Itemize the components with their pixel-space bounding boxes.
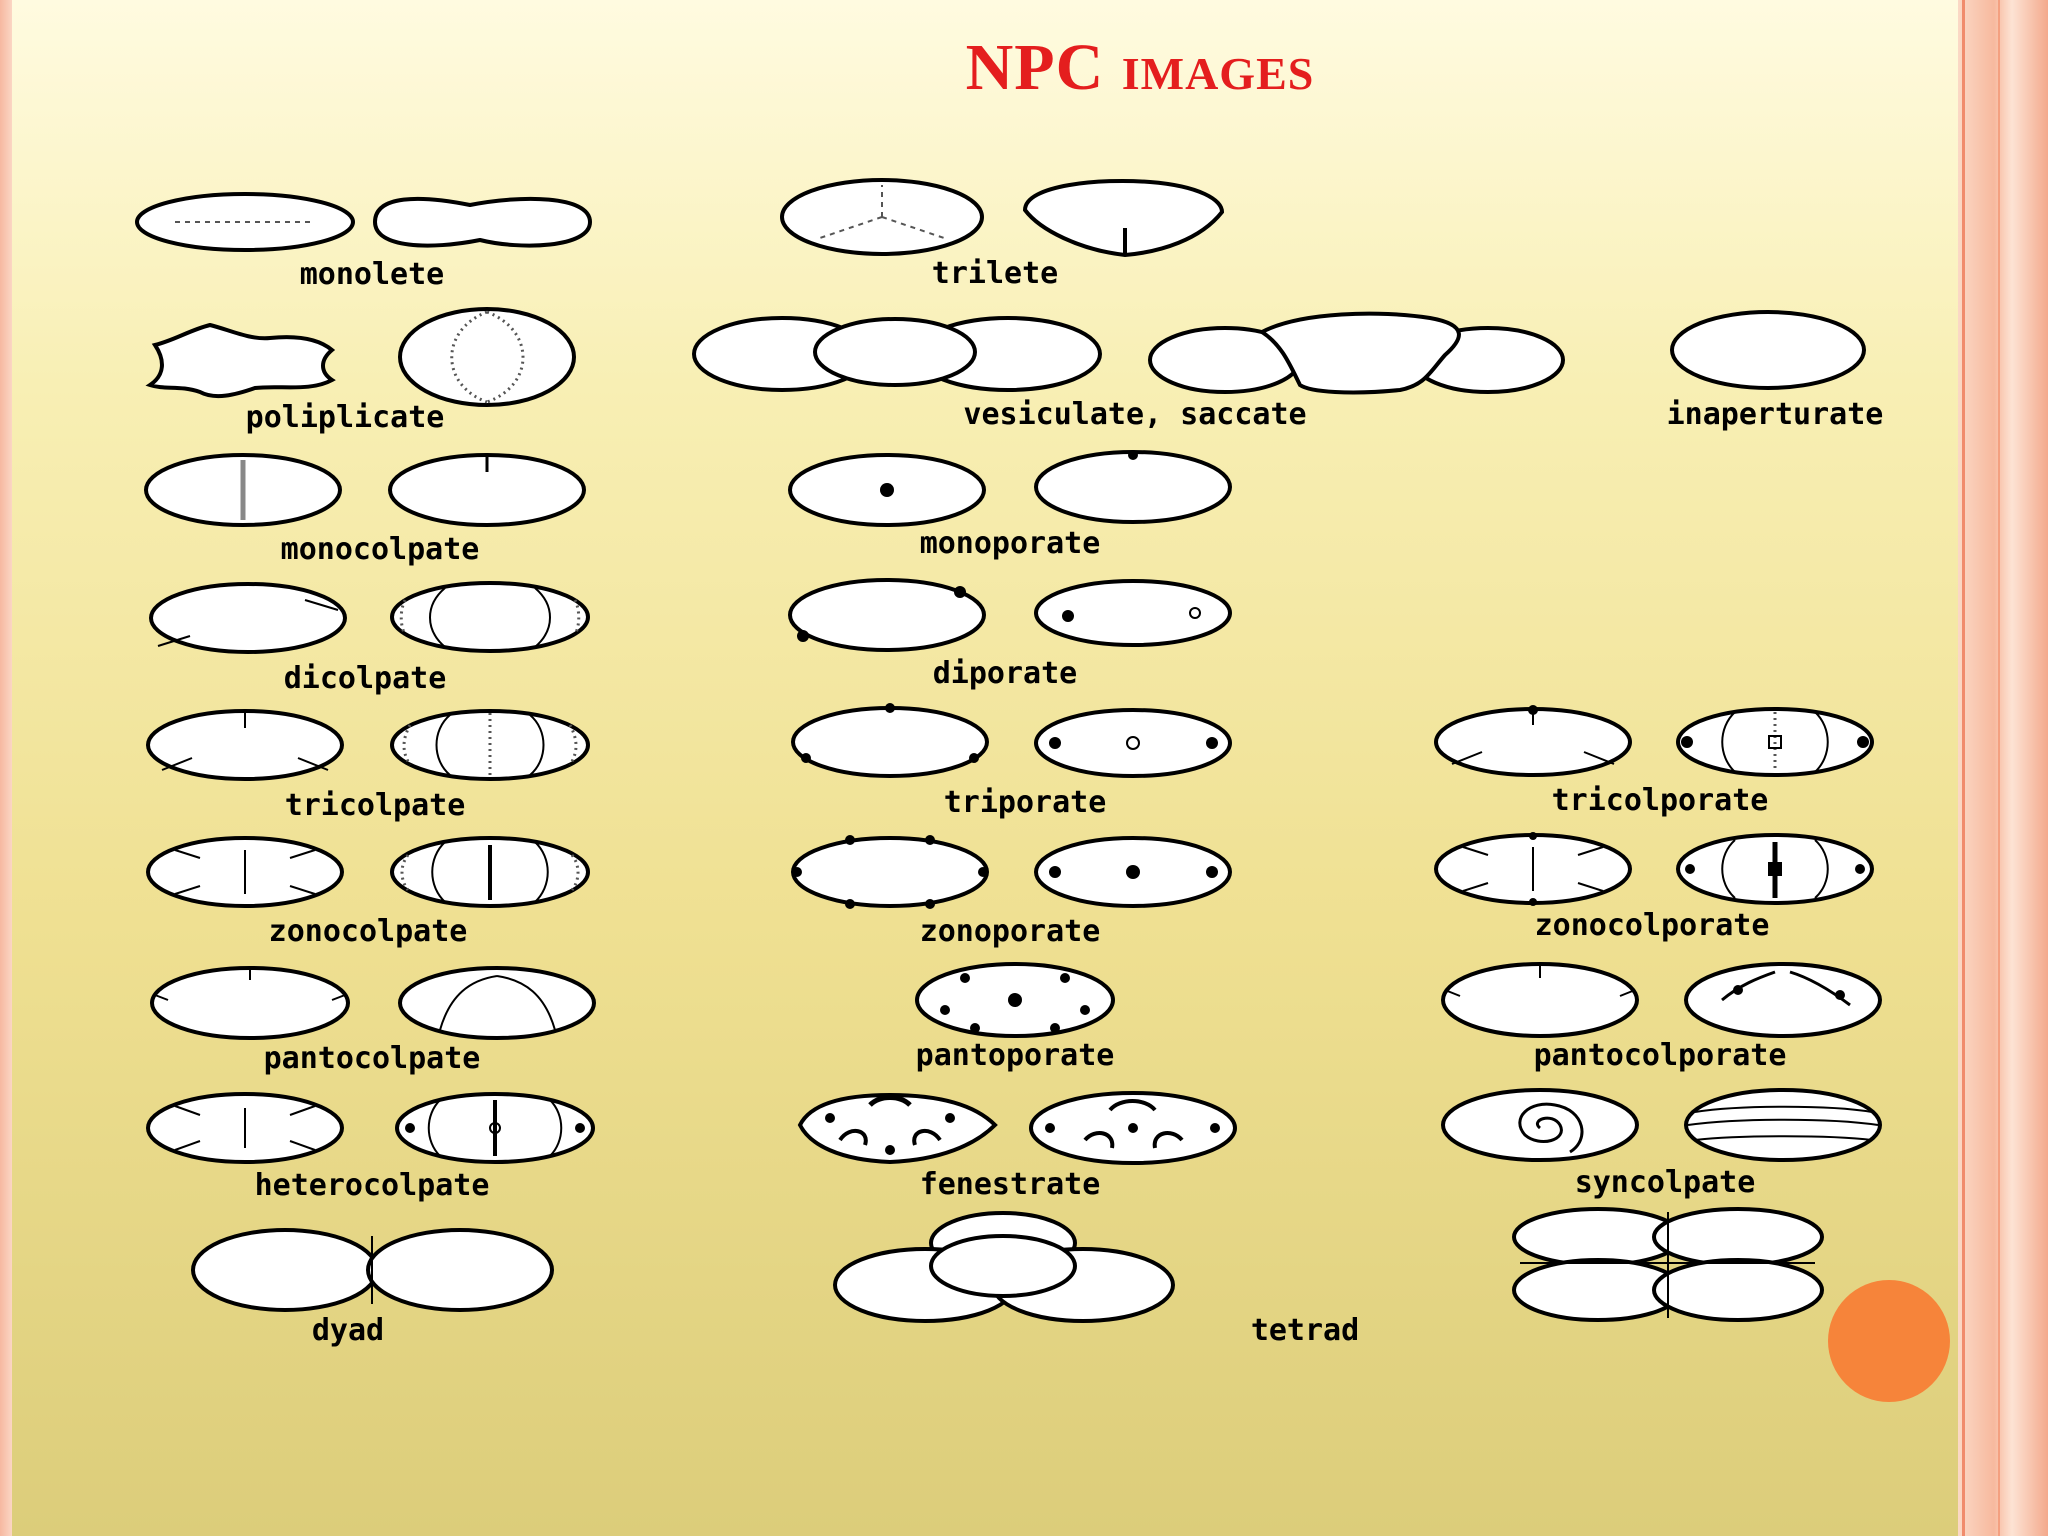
fenestrate-figure xyxy=(797,1091,1237,1165)
tetrad-figure-1 xyxy=(833,1211,1175,1323)
inaperturate-figure xyxy=(1670,310,1866,390)
diporate-figure xyxy=(788,578,1232,652)
label-pantocolporate: pantocolporate xyxy=(1534,1038,1787,1073)
label-triporate: triporate xyxy=(944,785,1107,820)
slide-title: NPC images xyxy=(965,31,1315,104)
monoporate-figure xyxy=(788,450,1232,527)
poliplicate-figure xyxy=(145,307,576,407)
label-tetrad: tetrad xyxy=(1251,1313,1359,1348)
dicolpate-figure xyxy=(149,581,590,654)
label-zonoporate: zonoporate xyxy=(920,914,1101,949)
label-pantocolpate: pantocolpate xyxy=(264,1041,481,1076)
band-stripe xyxy=(1998,0,2000,1536)
zonocolporate-figure xyxy=(1434,832,1874,906)
heterocolpate-figure xyxy=(146,1092,595,1164)
syncolpate-figure xyxy=(1441,1088,1882,1162)
label-zonocolporate: zonocolporate xyxy=(1535,908,1770,943)
label-zonocolpate: zonocolpate xyxy=(269,914,468,949)
label-diporate: diporate xyxy=(933,656,1078,691)
pantoporate-figure xyxy=(915,962,1115,1038)
left-border xyxy=(0,0,12,1536)
label-dicolpate: dicolpate xyxy=(284,661,447,696)
label-poliplicate: poliplicate xyxy=(246,400,445,435)
label-inaperturate: inaperturate xyxy=(1667,397,1884,432)
monocolpate-figure xyxy=(144,453,586,527)
dyad-figure xyxy=(191,1228,554,1312)
tricolpate-figure xyxy=(146,709,590,781)
right-decorative-band xyxy=(1958,0,2048,1536)
band-stripe xyxy=(1962,0,1965,1536)
pantocolporate-figure xyxy=(1441,962,1882,1038)
label-monolete: monolete xyxy=(300,257,445,292)
monolete-figure xyxy=(135,192,593,252)
label-heterocolpate: heterocolpate xyxy=(255,1168,490,1203)
triporate-figure xyxy=(791,703,1232,778)
trilete-figure xyxy=(780,178,1225,258)
tetrad-figure-2 xyxy=(1512,1207,1824,1322)
label-monocolpate: monocolpate xyxy=(281,532,480,567)
tricolporate-figure xyxy=(1434,705,1874,777)
zonocolpate-figure xyxy=(146,836,590,908)
zonoporate-figure xyxy=(791,835,1232,909)
label-syncolpate: syncolpate xyxy=(1575,1165,1756,1200)
label-fenestrate: fenestrate xyxy=(920,1167,1101,1202)
label-vesiculate-saccate: vesiculate, saccate xyxy=(963,397,1306,432)
vesiculate-figure-2 xyxy=(1148,311,1565,395)
label-dyad: dyad xyxy=(312,1313,384,1348)
decorative-orange-circle xyxy=(1828,1280,1950,1402)
pantocolpate-figure xyxy=(150,966,596,1040)
label-pantoporate: pantoporate xyxy=(916,1038,1115,1073)
label-tricolporate: tricolporate xyxy=(1552,783,1769,818)
label-monoporate: monoporate xyxy=(920,526,1101,561)
label-trilete: trilete xyxy=(932,256,1058,291)
label-tricolpate: tricolpate xyxy=(285,788,466,823)
vesiculate-figure-1 xyxy=(692,316,1102,392)
